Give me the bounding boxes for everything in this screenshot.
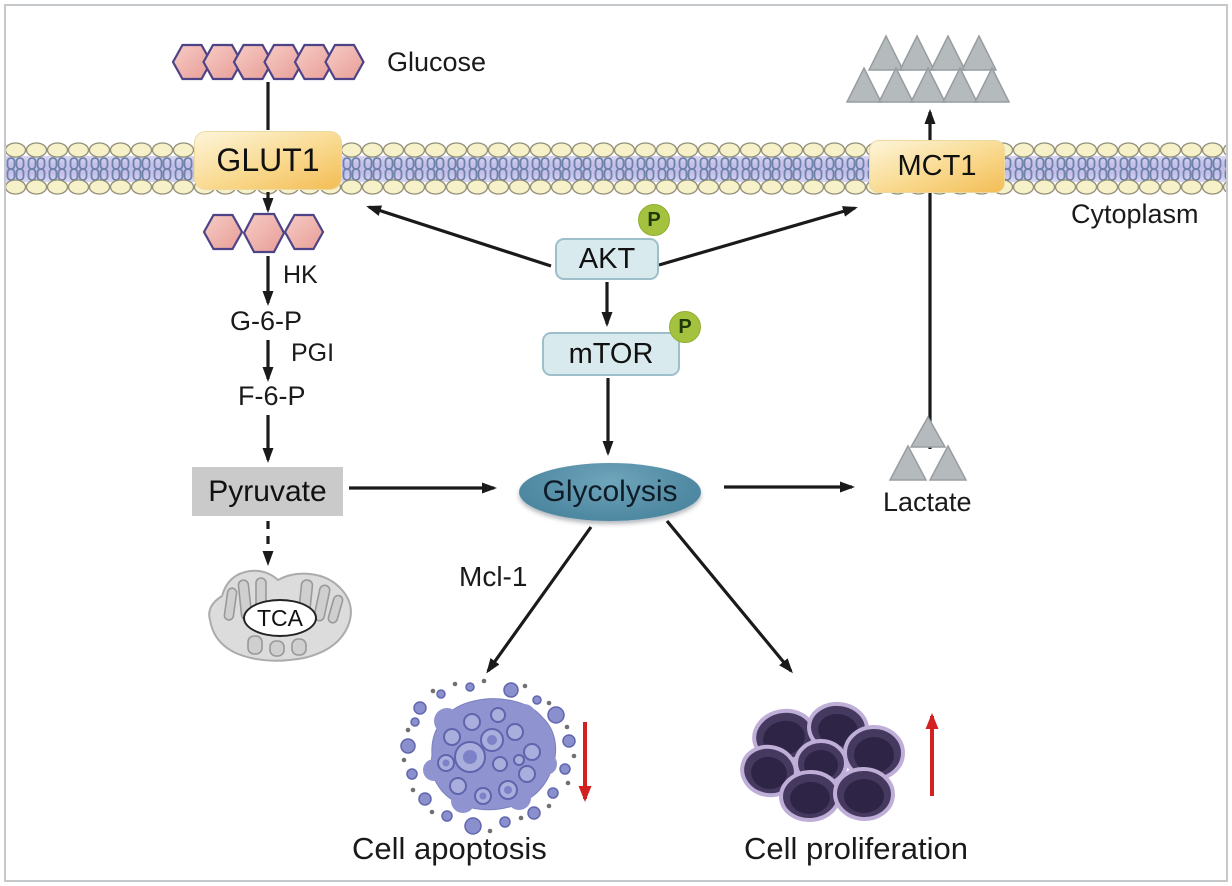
pgi-enzyme-label: PGI: [291, 339, 335, 367]
glucose-label: Glucose: [387, 47, 487, 77]
mcl1-label: Mcl-1: [459, 561, 528, 592]
proliferating-cell-cluster: [740, 701, 905, 823]
pyruvate-node: Pyruvate: [192, 467, 343, 516]
glycolysis-node: Glycolysis: [519, 463, 701, 521]
glucose-hexagon: [324, 43, 365, 81]
cytoplasm-label: Cytoplasm: [1071, 199, 1199, 229]
mtor-phospho-badge: P: [669, 311, 701, 343]
plasma-membrane: [5, 142, 1227, 195]
glucose-hexagon: [283, 213, 325, 251]
trend-arrows: [578, 713, 939, 802]
cell-proliferation-label: Cell proliferation: [744, 831, 968, 866]
f6p-label: F-6-P: [238, 381, 306, 411]
glucose-hexagon: [242, 212, 286, 254]
intracellular-glucose-hexagons: [202, 212, 325, 254]
apoptotic-cell-cluster: [400, 678, 577, 835]
cell-apoptosis-label: Cell apoptosis: [352, 831, 547, 866]
hk-enzyme-label: HK: [283, 261, 318, 289]
akt-phospho-badge: P: [638, 204, 670, 236]
tca-cycle-label: TCA: [243, 599, 317, 637]
lactate-triangles: [888, 415, 968, 481]
arrow-glycolysis-to-proliferation: [665, 519, 793, 674]
exported-lactate-triangles: [845, 34, 1011, 103]
arrow-glycolysis-to-apoptosis: [486, 526, 593, 674]
mtor-kinase: mTOR: [542, 332, 680, 376]
glucose-hexagon-row: [171, 43, 365, 81]
mct1-transporter: MCT1: [869, 140, 1005, 193]
arrow-akt-to-mct1: [658, 206, 858, 267]
glut1-transporter: GLUT1: [194, 131, 342, 190]
akt-kinase: AKT: [555, 238, 659, 280]
arrow-akt-to-glut1: [366, 205, 552, 268]
glucose-hexagon: [202, 213, 244, 251]
pathway-arrows: [262, 82, 858, 674]
g6p-label: G-6-P: [230, 306, 303, 336]
lactate-label: Lactate: [883, 487, 972, 517]
